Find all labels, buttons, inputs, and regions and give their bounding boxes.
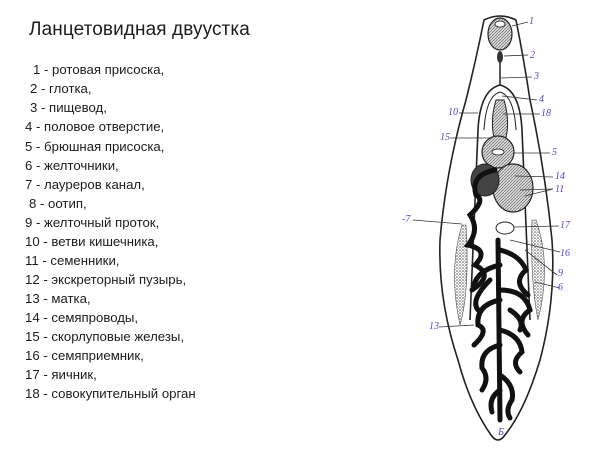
oral-sucker (487, 17, 513, 51)
label-10: 10 (448, 107, 458, 118)
legend-item: 6 - желточники, (25, 158, 119, 173)
legend-item: 8 - оотип, (29, 196, 87, 211)
label-7: -7 (402, 214, 411, 225)
legend-item: 5 - брюшная присоска, (25, 139, 165, 154)
fluke-anatomy-drawing (412, 15, 561, 441)
label-14: 14 (555, 171, 565, 182)
label-11: 11 (555, 184, 565, 195)
legend-item: 9 - желточный проток, (25, 215, 160, 230)
ovary (495, 221, 515, 235)
legend-item: 12 - экскреторный пузырь, (25, 272, 187, 287)
legend-item: 11 - семенники, (25, 253, 120, 268)
legend-item: 17 - яичник, (25, 367, 97, 382)
pharynx (497, 51, 503, 63)
label-4: 4 (539, 94, 544, 105)
fluke-diagram: 1 2 3 4 18 10 15 5 14 11 -7 17 16 9 6 13… (380, 0, 600, 450)
legend-item: 18 - совокупительный орган (25, 386, 196, 401)
legend-item: 10 - ветви кишечника, (25, 234, 159, 249)
label-5: 5 (552, 147, 557, 158)
label-3: 3 (534, 71, 539, 82)
label-2: 2 (530, 50, 535, 61)
slide-title: Ланцетовидная двуустка (29, 19, 250, 40)
legend-item: 14 - семяпроводы, (25, 310, 139, 325)
legend-item: 4 - половое отверстие, (25, 119, 165, 134)
legend-item: 15 - скорлуповые железы, (25, 329, 185, 344)
testis (492, 163, 534, 213)
label-18: 18 (541, 108, 551, 119)
label-1: 1 (529, 16, 534, 27)
label-16: 16 (560, 248, 570, 259)
uterus (463, 167, 533, 423)
label-b: Б (498, 427, 504, 438)
vitellaria-left (454, 224, 468, 326)
legend-item: 13 - матка, (25, 291, 91, 306)
label-13: 13 (429, 321, 439, 332)
label-15: 15 (440, 132, 450, 143)
copulatory-organ (491, 99, 509, 139)
legend-item: 1 - ротовая присоска, (33, 62, 165, 77)
legend-item: 3 - пищевод, (30, 100, 107, 115)
label-17: 17 (560, 220, 570, 231)
label-6: 6 (558, 282, 563, 293)
legend-item: 2 - глотка, (30, 81, 92, 96)
label-9: 9 (558, 268, 563, 279)
vitellaria-right (531, 219, 545, 321)
legend-item: 16 - семяприемник, (25, 348, 144, 363)
legend-item: 7 - лауреров канал, (25, 177, 145, 192)
